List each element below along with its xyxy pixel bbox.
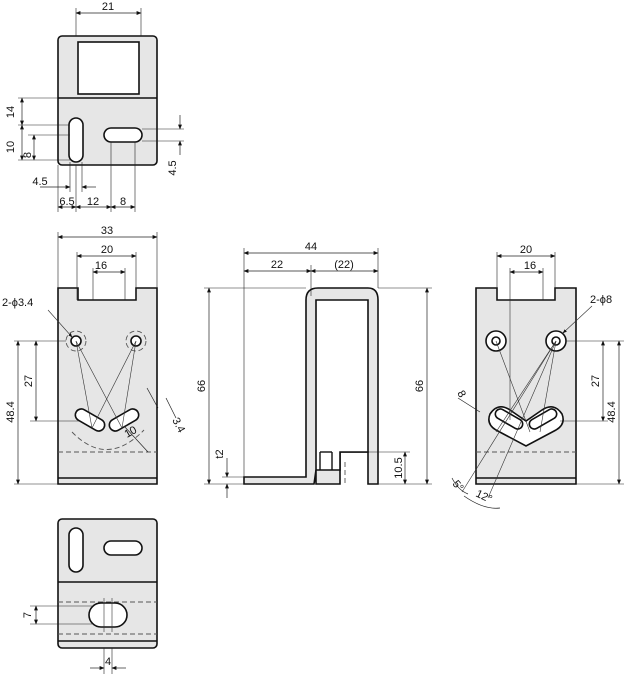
dim-side-t2: t2 bbox=[214, 449, 226, 458]
dim-front-27: 27 bbox=[23, 375, 35, 387]
dim-side-66-left: 66 bbox=[196, 380, 208, 392]
top-view-window bbox=[77, 41, 140, 95]
dim-top-width: 21 bbox=[102, 1, 114, 13]
dim-side-105: 10.5 bbox=[393, 457, 405, 478]
dim-top-45-left: 4.5 bbox=[32, 176, 47, 188]
dim-bottom-4: 4 bbox=[105, 656, 111, 668]
front-slot-right bbox=[108, 408, 140, 432]
dim-top-65: 6.5 bbox=[59, 196, 74, 208]
dim-front-20: 20 bbox=[101, 244, 113, 256]
dim-side-22: 22 bbox=[271, 259, 283, 271]
dim-top-14: 14 bbox=[5, 106, 17, 118]
dim-front-484: 48.4 bbox=[5, 401, 17, 422]
top-view: 21 14 10 8 4.5 4.5 6.5 12 8 bbox=[5, 1, 184, 212]
dim-side-44: 44 bbox=[305, 241, 317, 253]
dim-top-8-bottom: 8 bbox=[120, 196, 126, 208]
dim-top-45-right: 4.5 bbox=[167, 160, 179, 175]
dim-top-8: 8 bbox=[22, 152, 34, 158]
front-view-body bbox=[57, 287, 158, 485]
rear-view: 20 16 2-ϕ8 27 48.4 8 5° 12° bbox=[450, 244, 624, 509]
top-view-horizontal-slot bbox=[103, 127, 143, 143]
rear-slot-right bbox=[528, 408, 558, 430]
dim-rear-12deg: 12° bbox=[474, 488, 494, 506]
dim-rear-27: 27 bbox=[590, 375, 602, 387]
bottom-view: 7 4 bbox=[22, 518, 158, 674]
side-view-inner bbox=[315, 299, 369, 471]
dim-top-10: 10 bbox=[5, 141, 17, 153]
dim-rear-20: 20 bbox=[520, 244, 532, 256]
rear-slot-left bbox=[494, 408, 524, 430]
dim-top-12: 12 bbox=[87, 196, 99, 208]
rear-hole-label: 2-ϕ8 bbox=[590, 294, 612, 306]
front-view: 2-ϕ3.4 33 20 16 27 48.4 3.4 10 bbox=[2, 225, 187, 485]
dim-side-22-ref: (22) bbox=[334, 259, 354, 271]
dim-front-16: 16 bbox=[95, 260, 107, 272]
front-slot-left bbox=[74, 408, 106, 432]
dim-rear-16: 16 bbox=[524, 260, 536, 272]
dim-side-66-right: 66 bbox=[414, 380, 426, 392]
dim-rear-484: 48.4 bbox=[606, 401, 618, 422]
dim-front-33: 33 bbox=[101, 225, 113, 237]
dim-front-34: 3.4 bbox=[169, 416, 187, 435]
dim-bottom-7: 7 bbox=[22, 612, 34, 618]
bottom-view-horizontal-slot bbox=[103, 540, 143, 556]
dim-rear-8: 8 bbox=[454, 389, 467, 400]
bottom-view-vertical-slot bbox=[68, 527, 84, 573]
top-view-vertical-slot bbox=[68, 117, 84, 163]
front-hole-label: 2-ϕ3.4 bbox=[2, 297, 33, 309]
bottom-view-oval-slot bbox=[88, 602, 128, 628]
side-view: 44 22 (22) 66 66 t2 10.5 bbox=[196, 241, 432, 498]
dim-front-10: 10 bbox=[123, 424, 140, 441]
